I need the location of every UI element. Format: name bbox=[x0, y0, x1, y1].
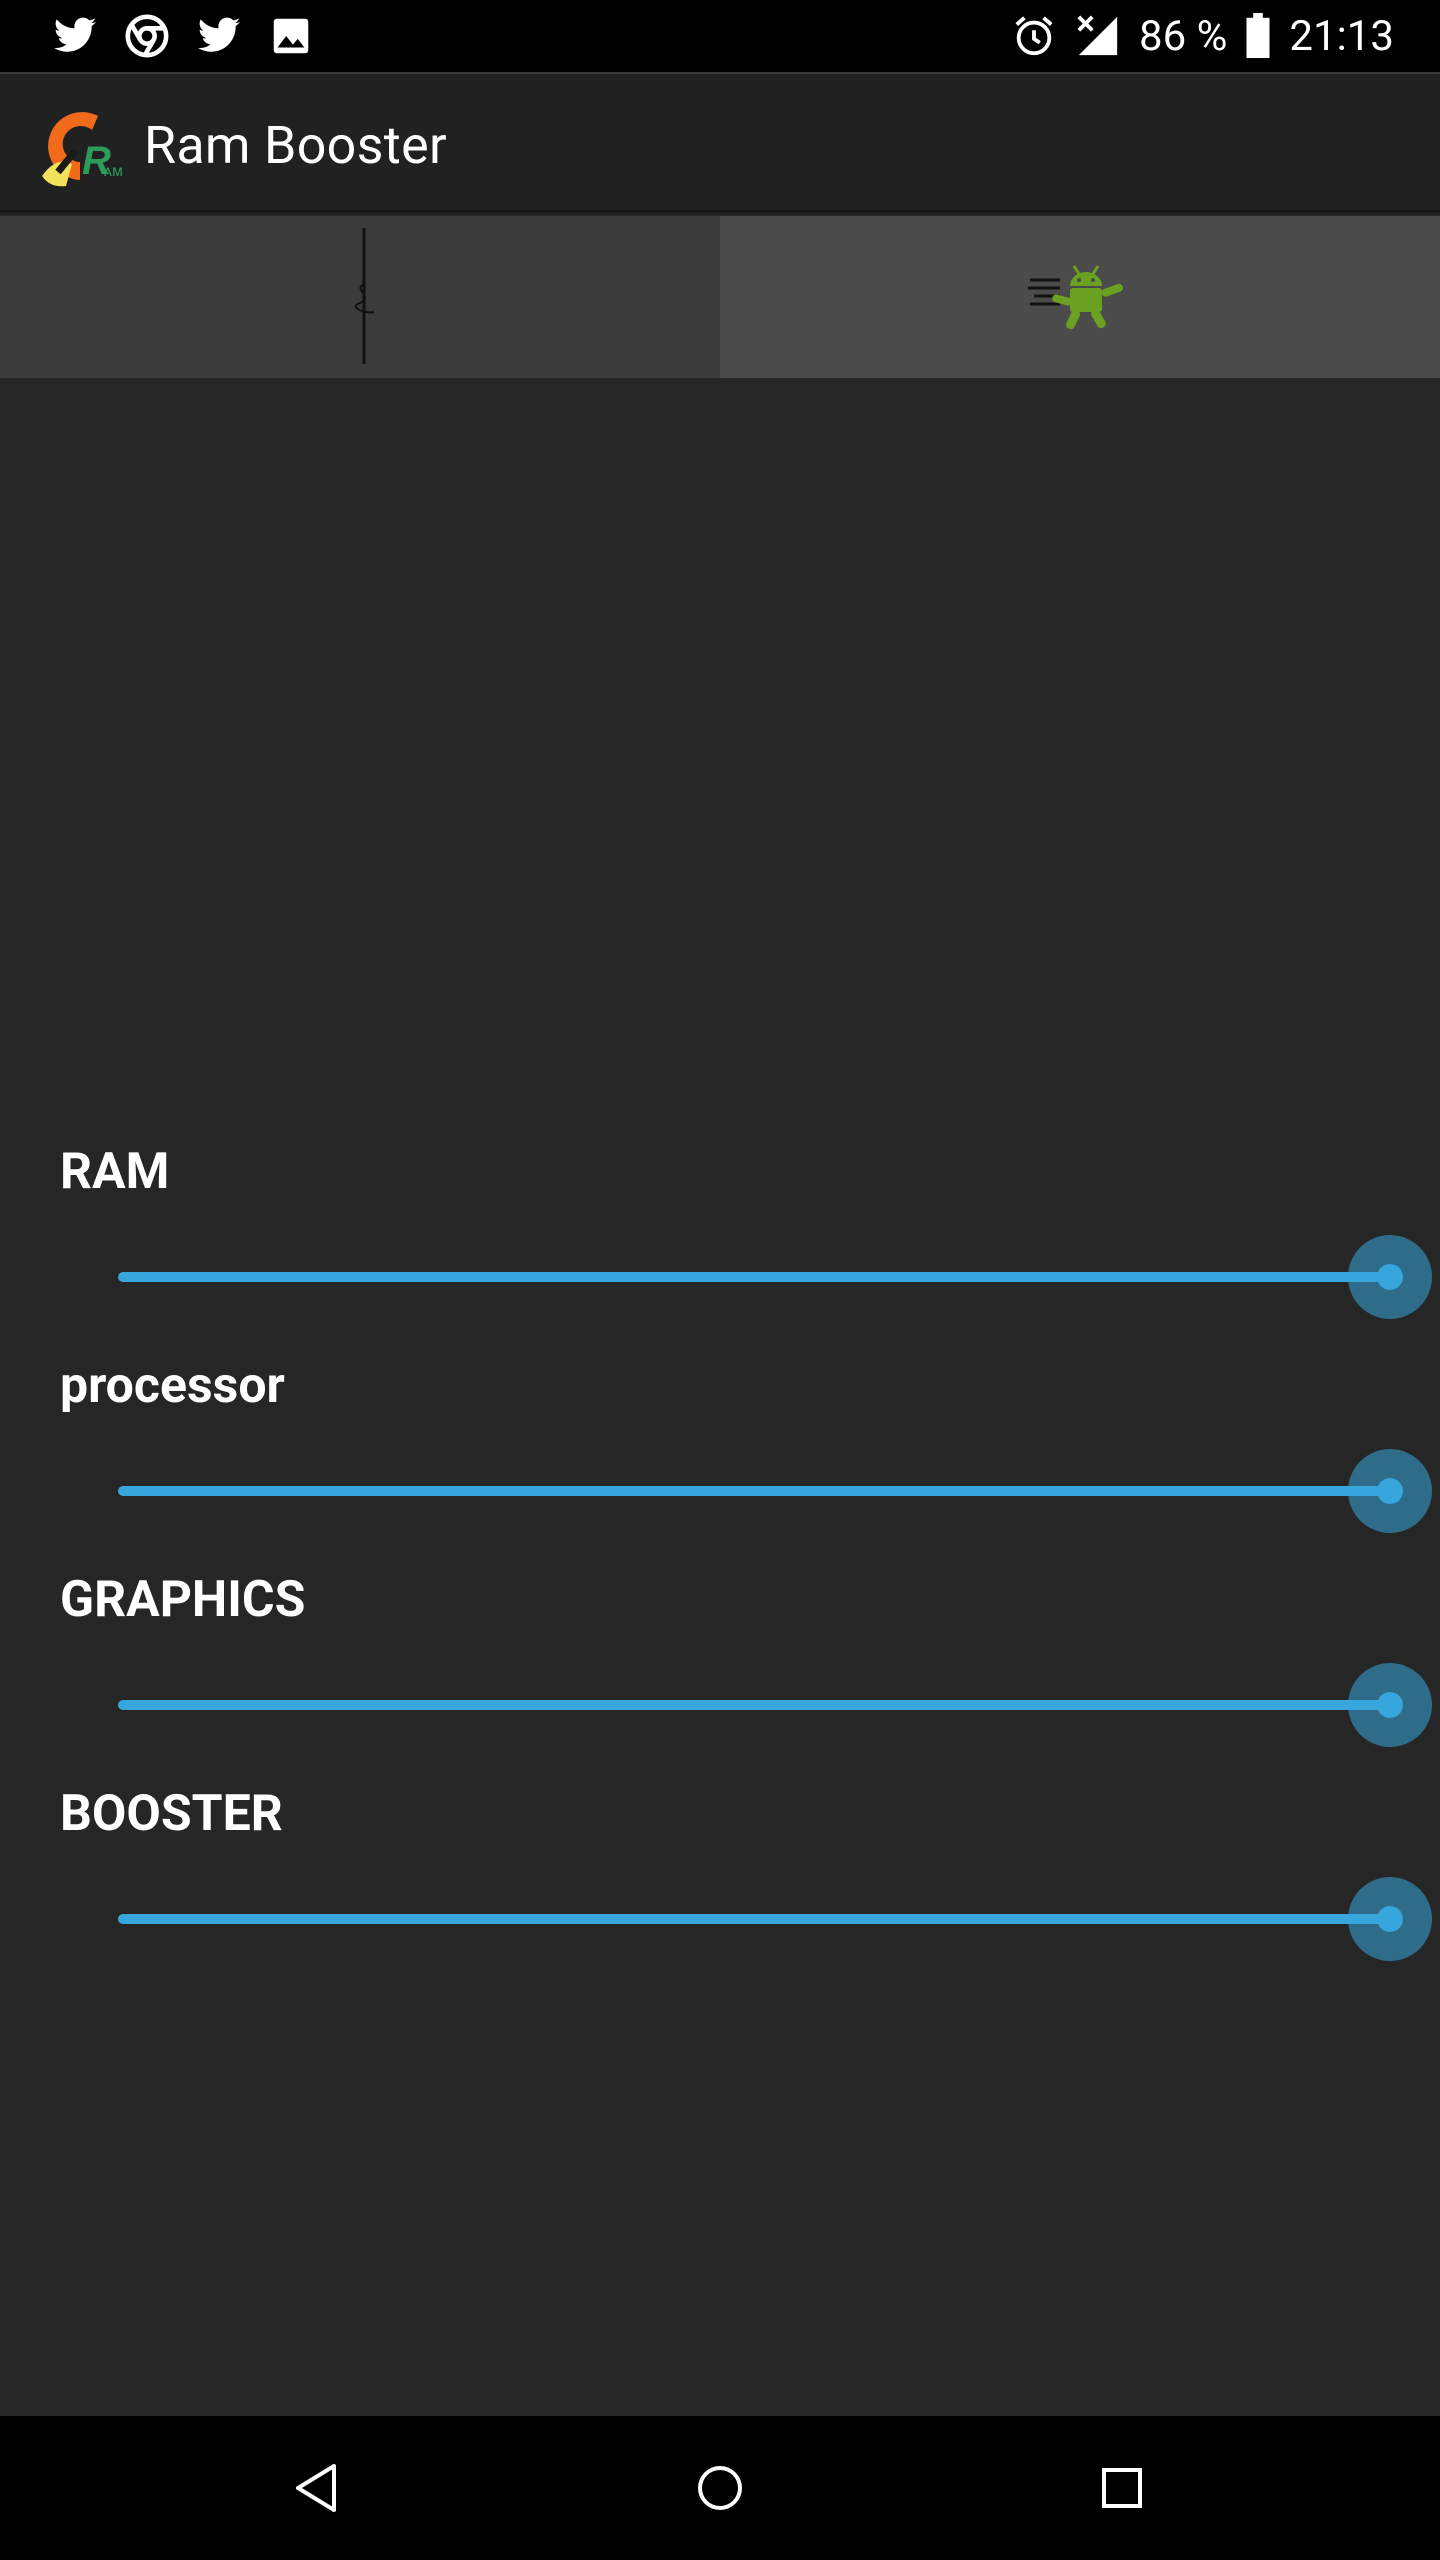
battery-percent: 86 % bbox=[1139, 11, 1228, 61]
slider-thumb[interactable] bbox=[1348, 1877, 1432, 1961]
tab-bar bbox=[0, 216, 1440, 378]
chrome-icon bbox=[124, 13, 170, 59]
slider-thumb[interactable] bbox=[1348, 1663, 1432, 1747]
monitor-graph-icon bbox=[355, 228, 375, 364]
status-bar: 86 % 21:13 bbox=[0, 0, 1440, 72]
ram-booster-logo: R ᴀᴍ bbox=[36, 102, 128, 190]
boost-panel: RAM processor GRAPHICS BOOSTER bbox=[0, 378, 1440, 2416]
slider-graphics: GRAPHICS bbox=[0, 1570, 1440, 1784]
slider-processor: processor bbox=[0, 1356, 1440, 1570]
slider-track[interactable] bbox=[118, 1700, 1390, 1710]
twitter-icon bbox=[196, 13, 242, 59]
navigation-bar bbox=[0, 2416, 1440, 2560]
svg-text:ᴀᴍ: ᴀᴍ bbox=[104, 163, 123, 180]
slider-track[interactable] bbox=[118, 1272, 1390, 1282]
home-icon[interactable] bbox=[684, 2452, 756, 2524]
running-android-icon bbox=[1028, 265, 1123, 330]
app-bar-shadow bbox=[0, 210, 1440, 216]
slider-booster: BOOSTER bbox=[0, 1784, 1440, 1998]
system-status: 86 % 21:13 bbox=[1011, 0, 1394, 72]
slider-fill bbox=[118, 1486, 1390, 1496]
slider-fill bbox=[118, 1914, 1390, 1924]
svg-text:R: R bbox=[82, 139, 111, 183]
battery-icon bbox=[1245, 13, 1271, 59]
app-title: Ram Booster bbox=[144, 115, 447, 176]
slider-ram: RAM bbox=[0, 1142, 1440, 1356]
recents-icon[interactable] bbox=[1086, 2452, 1158, 2524]
back-icon[interactable] bbox=[282, 2452, 354, 2524]
slider-label: RAM bbox=[60, 1143, 170, 1201]
slider-thumb[interactable] bbox=[1348, 1235, 1432, 1319]
notification-icons bbox=[52, 13, 314, 59]
image-icon bbox=[268, 13, 314, 59]
clock-time: 21:13 bbox=[1289, 11, 1394, 61]
slider-label: BOOSTER bbox=[60, 1785, 283, 1843]
slider-fill bbox=[118, 1272, 1390, 1282]
no-signal-icon bbox=[1075, 13, 1121, 59]
slider-thumb[interactable] bbox=[1348, 1449, 1432, 1533]
app-bar: R ᴀᴍ Ram Booster bbox=[0, 72, 1440, 210]
tab-boost[interactable] bbox=[720, 216, 1440, 378]
slider-label: GRAPHICS bbox=[60, 1571, 306, 1629]
slider-fill bbox=[118, 1700, 1390, 1710]
alarm-clock-icon bbox=[1011, 13, 1057, 59]
slider-track[interactable] bbox=[118, 1914, 1390, 1924]
twitter-icon bbox=[52, 13, 98, 59]
slider-label: processor bbox=[60, 1357, 285, 1415]
slider-track[interactable] bbox=[118, 1486, 1390, 1496]
tab-monitor[interactable] bbox=[0, 216, 720, 378]
